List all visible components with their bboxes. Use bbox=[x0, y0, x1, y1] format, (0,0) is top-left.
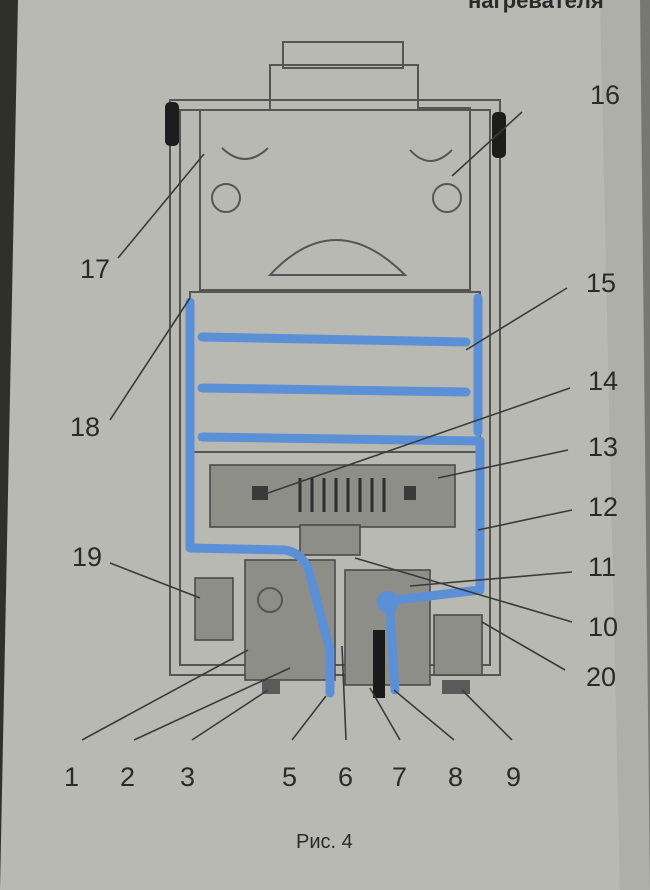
leader-3 bbox=[191, 689, 269, 741]
callout-6: 6 bbox=[338, 762, 353, 792]
callout-16: 16 bbox=[590, 80, 620, 110]
callout-10: 10 bbox=[588, 612, 618, 642]
hood-right-hole bbox=[432, 183, 462, 213]
hood-left-slot bbox=[221, 147, 269, 160]
callout-9: 9 bbox=[506, 762, 521, 792]
hood-body bbox=[199, 64, 471, 291]
water-pipe-coil-3 bbox=[197, 432, 485, 446]
burner-assembly bbox=[209, 464, 456, 528]
leader-13 bbox=[437, 449, 569, 479]
callout-12: 12 bbox=[588, 492, 618, 522]
water-pipe bbox=[185, 293, 485, 698]
leader-lines bbox=[81, 111, 573, 741]
flue-collar bbox=[282, 41, 404, 69]
battery-box bbox=[194, 577, 234, 641]
water-pipe-outlet-stub bbox=[385, 605, 400, 695]
hood-arch bbox=[267, 239, 408, 276]
water-inlet-fitting bbox=[373, 630, 385, 698]
water-pipe-hot-outlet bbox=[390, 436, 485, 605]
callout-8: 8 bbox=[448, 762, 463, 792]
burner bbox=[209, 464, 456, 528]
leader-11 bbox=[409, 571, 573, 587]
leader-9 bbox=[461, 689, 513, 741]
water-pipe-coil-1 bbox=[197, 332, 471, 347]
leader-15 bbox=[465, 287, 568, 351]
leader-12 bbox=[477, 509, 573, 531]
leader-7 bbox=[369, 687, 401, 741]
flame-sensor bbox=[404, 486, 416, 500]
hood-right-slot bbox=[409, 149, 453, 162]
leader-18 bbox=[109, 297, 191, 421]
left-mount-bracket bbox=[165, 102, 179, 146]
water-pipe-coil-2 bbox=[197, 383, 471, 397]
page-header-text: нагревателя bbox=[468, 0, 604, 13]
leader-6 bbox=[341, 645, 347, 741]
callout-2: 2 bbox=[120, 762, 135, 792]
leader-20 bbox=[481, 621, 566, 671]
gas-manifold bbox=[299, 524, 361, 556]
callout-15: 15 bbox=[586, 268, 616, 298]
callout-11: 11 bbox=[588, 552, 616, 582]
right-mount-bracket bbox=[492, 112, 506, 158]
control-unit bbox=[433, 614, 483, 676]
water-pipe-left-riser bbox=[185, 297, 335, 698]
leader-14 bbox=[267, 387, 571, 494]
water-pipe-junction bbox=[377, 591, 399, 613]
leader-1 bbox=[81, 649, 249, 741]
callout-5: 5 bbox=[282, 762, 297, 792]
leader-5 bbox=[291, 695, 327, 741]
hood-left-hole bbox=[211, 183, 241, 213]
leader-8 bbox=[393, 689, 455, 741]
exhaust-hood bbox=[199, 41, 471, 291]
lower-units bbox=[194, 524, 483, 698]
leader-17 bbox=[117, 153, 205, 259]
callout-7: 7 bbox=[392, 762, 407, 792]
callout-3: 3 bbox=[180, 762, 195, 792]
ignition-electrode bbox=[252, 486, 268, 500]
callout-18: 18 bbox=[70, 412, 100, 442]
figure-caption: Рис. 4 bbox=[296, 831, 353, 853]
callout-1: 1 bbox=[64, 762, 79, 792]
callout-labels: 16 17 15 18 14 13 12 11 10 20 19 1 2 3 5… bbox=[64, 80, 620, 792]
leader-2 bbox=[133, 667, 291, 741]
burner-nozzles bbox=[298, 478, 386, 512]
leader-19 bbox=[109, 562, 201, 599]
callout-13: 13 bbox=[588, 432, 618, 462]
callout-19: 19 bbox=[72, 542, 102, 572]
callout-17: 17 bbox=[80, 254, 110, 284]
paper-shadow bbox=[600, 0, 650, 890]
outlet-fitting bbox=[442, 680, 470, 694]
leader-16 bbox=[451, 111, 523, 177]
leader-10 bbox=[354, 557, 573, 623]
callout-20: 20 bbox=[586, 662, 616, 692]
gas-valve-knob bbox=[257, 587, 283, 613]
callout-14: 14 bbox=[588, 366, 618, 396]
